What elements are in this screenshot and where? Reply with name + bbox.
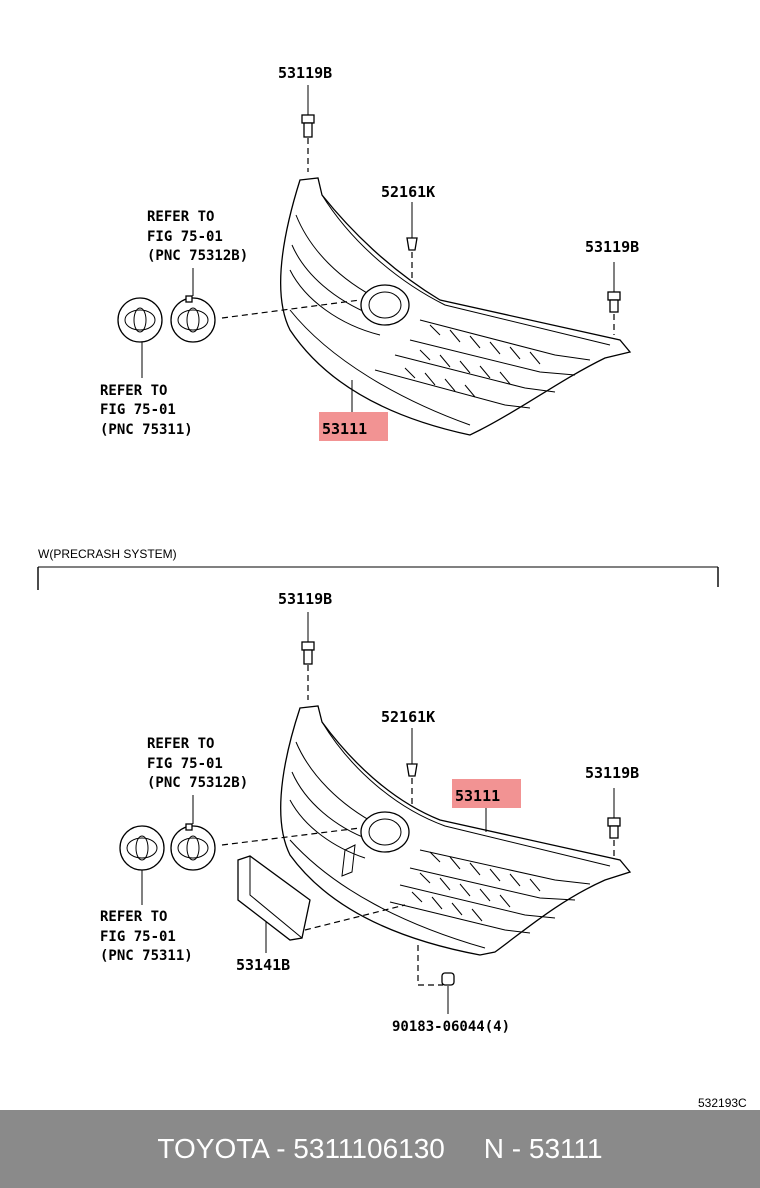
bottom-label-bolt-right: 53119B (585, 764, 639, 782)
top-ref-upper-line2: FIG 75-01 (147, 229, 223, 245)
bottom-ref-lower-line2: FIG 75-01 (100, 929, 176, 945)
top-label-grille[interactable]: 53111 (322, 420, 367, 438)
top-grille-shape (280, 177, 632, 436)
bottom-bolt-right-icon (607, 817, 621, 858)
top-ref-lower-line2: FIG 75-01 (100, 402, 176, 418)
section-caption: W(PRECRASH SYSTEM) (38, 547, 177, 561)
bottom-label-nut: 90183-06044(4) (392, 1019, 510, 1035)
top-bolt-right-icon (607, 291, 621, 335)
bottom-label-grille[interactable]: 53111 (455, 787, 500, 805)
footer-brand-part: TOYOTA - 5311106130 (157, 1133, 445, 1164)
bottom-ref-lower-line1: REFER TO (100, 909, 167, 925)
top-bolt-left-icon (301, 114, 315, 172)
bottom-clip-icon (406, 763, 418, 805)
top-ref-upper-line3: (PNC 75312B) (147, 248, 248, 264)
parts-diagram: 53119B 52161K 53119B (37, 64, 747, 1110)
bottom-ref-upper-line3: (PNC 75312B) (147, 775, 248, 791)
footer-bar: TOYOTA - 5311106130 N - 53111 (0, 1110, 760, 1188)
bottom-grille-shape (280, 705, 632, 956)
bottom-grille-highlight (452, 779, 521, 808)
bottom-ref-lower-line3: (PNC 75311) (100, 948, 193, 964)
top-clip-icon (406, 237, 418, 280)
top-emblem-front-icon (117, 297, 163, 343)
top-assembly: 53119B 52161K 53119B (100, 64, 639, 441)
top-emblem-rear-icon (170, 295, 216, 343)
bottom-emblem-front-icon (119, 825, 165, 871)
bottom-ref-upper-line1: REFER TO (147, 736, 214, 752)
section-bracket (37, 566, 719, 590)
bottom-assembly: 53119B 52161K 53111 53119B (100, 590, 639, 1035)
bottom-nut-icon (441, 972, 455, 986)
top-grille-highlight (319, 412, 388, 441)
top-label-bolt-left: 53119B (278, 64, 332, 82)
top-ref-lower-line3: (PNC 75311) (100, 422, 193, 438)
bottom-ref-upper-line2: FIG 75-01 (147, 756, 223, 772)
bottom-bolt-left-icon (301, 641, 315, 700)
top-ref-upper-line1: REFER TO (147, 209, 214, 225)
top-label-clip: 52161K (381, 183, 435, 201)
bottom-label-bolt-left: 53119B (278, 590, 332, 608)
bottom-cover-plate-icon (237, 855, 311, 941)
bottom-emblem-rear-icon (170, 823, 216, 871)
diagram-code: 532193C (698, 1096, 747, 1110)
top-ref-lower-line1: REFER TO (100, 383, 167, 399)
top-label-bolt-right: 53119B (585, 238, 639, 256)
bottom-label-clip: 52161K (381, 708, 435, 726)
bottom-label-cover: 53141B (236, 956, 290, 974)
footer-spacer (445, 1133, 484, 1165)
footer-pnc: N - 53111 (483, 1133, 603, 1164)
